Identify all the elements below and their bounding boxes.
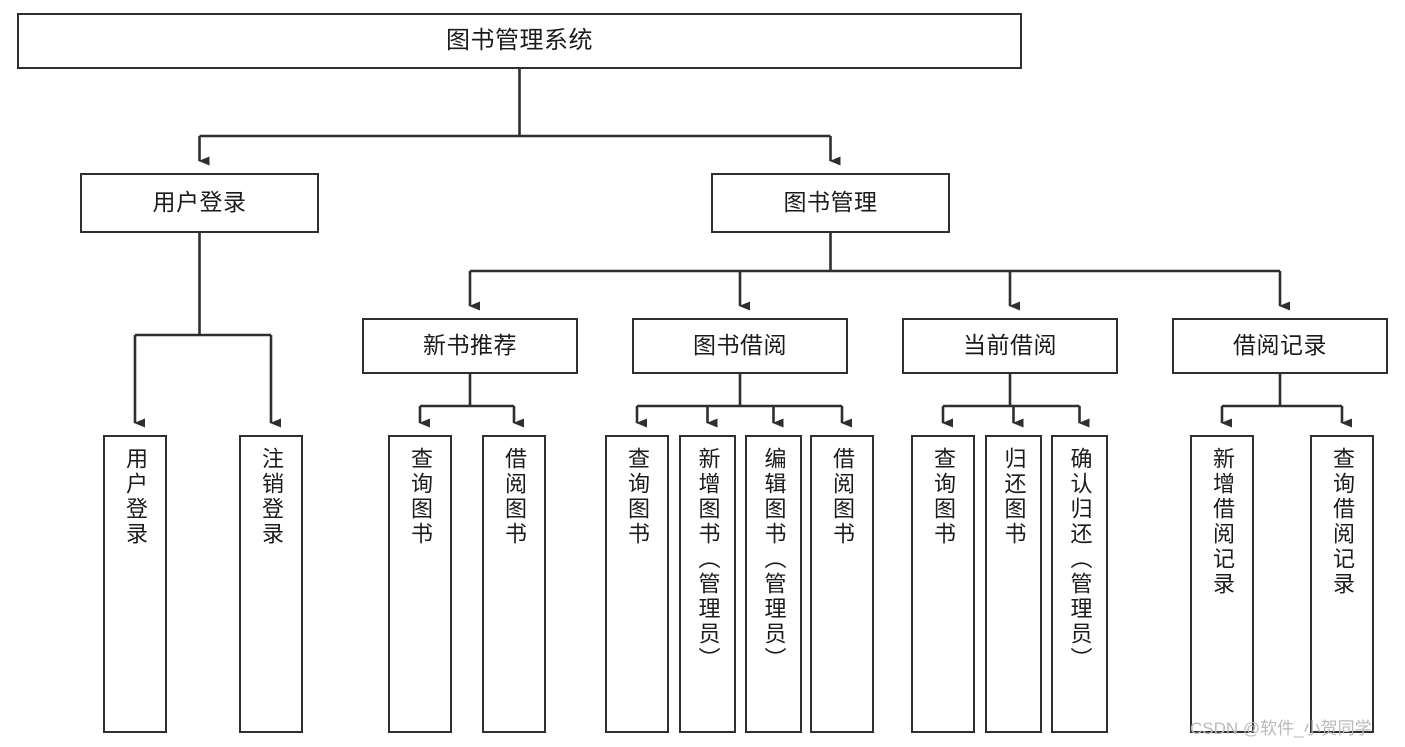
node-leaf-add-record[interactable]: 新增借阅记录 [1190, 435, 1254, 733]
node-user-login[interactable]: 用户登录 [80, 173, 319, 233]
node-label: 当前借阅 [963, 332, 1057, 359]
node-new-book-rec[interactable]: 新书推荐 [362, 318, 578, 374]
node-label: 新增借阅记录 [1210, 447, 1235, 597]
node-label: 新书推荐 [423, 332, 517, 359]
node-label: 用户登录 [152, 189, 247, 216]
node-leaf-confirm-return[interactable]: 确认归还（管理员） [1051, 435, 1108, 733]
node-label: 注销登录 [259, 447, 284, 547]
node-label: 图书借阅 [693, 332, 787, 359]
node-leaf-borrow-book-2[interactable]: 借阅图书 [810, 435, 874, 733]
node-label: 确认归还（管理员） [1067, 447, 1093, 672]
node-label: 新增图书（管理员） [695, 447, 721, 672]
node-label: 查询借阅记录 [1330, 447, 1355, 597]
node-label: 查询图书 [625, 447, 650, 547]
csdn-watermark: CSDN @软件_小贺同学 [1190, 719, 1372, 738]
node-label: 图书管理 [783, 189, 878, 216]
node-leaf-return-book[interactable]: 归还图书 [985, 435, 1042, 733]
node-leaf-user-login[interactable]: 用户登录 [103, 435, 167, 733]
node-root[interactable]: 图书管理系统 [17, 13, 1022, 69]
node-label: 借阅记录 [1233, 332, 1327, 359]
node-leaf-borrow-book-1[interactable]: 借阅图书 [482, 435, 546, 733]
node-leaf-query-book-1[interactable]: 查询图书 [388, 435, 452, 733]
node-book-manage[interactable]: 图书管理 [711, 173, 950, 233]
node-leaf-logout[interactable]: 注销登录 [239, 435, 303, 733]
node-label: 用户登录 [123, 447, 148, 547]
node-label: 借阅图书 [830, 447, 855, 547]
node-label: 图书管理系统 [446, 26, 593, 54]
node-leaf-query-book-3[interactable]: 查询图书 [911, 435, 975, 733]
node-borrow-record[interactable]: 借阅记录 [1172, 318, 1388, 374]
node-leaf-query-book-2[interactable]: 查询图书 [605, 435, 669, 733]
node-book-borrow[interactable]: 图书借阅 [632, 318, 848, 374]
node-label: 借阅图书 [502, 447, 527, 547]
node-label: 查询图书 [408, 447, 433, 547]
node-label: 编辑图书（管理员） [761, 447, 787, 672]
node-label: 查询图书 [931, 447, 956, 547]
node-leaf-add-book[interactable]: 新增图书（管理员） [679, 435, 736, 733]
node-label: 归还图书 [1001, 447, 1027, 547]
node-current-borrow[interactable]: 当前借阅 [902, 318, 1118, 374]
node-leaf-query-record[interactable]: 查询借阅记录 [1310, 435, 1374, 733]
node-leaf-edit-book[interactable]: 编辑图书（管理员） [745, 435, 802, 733]
